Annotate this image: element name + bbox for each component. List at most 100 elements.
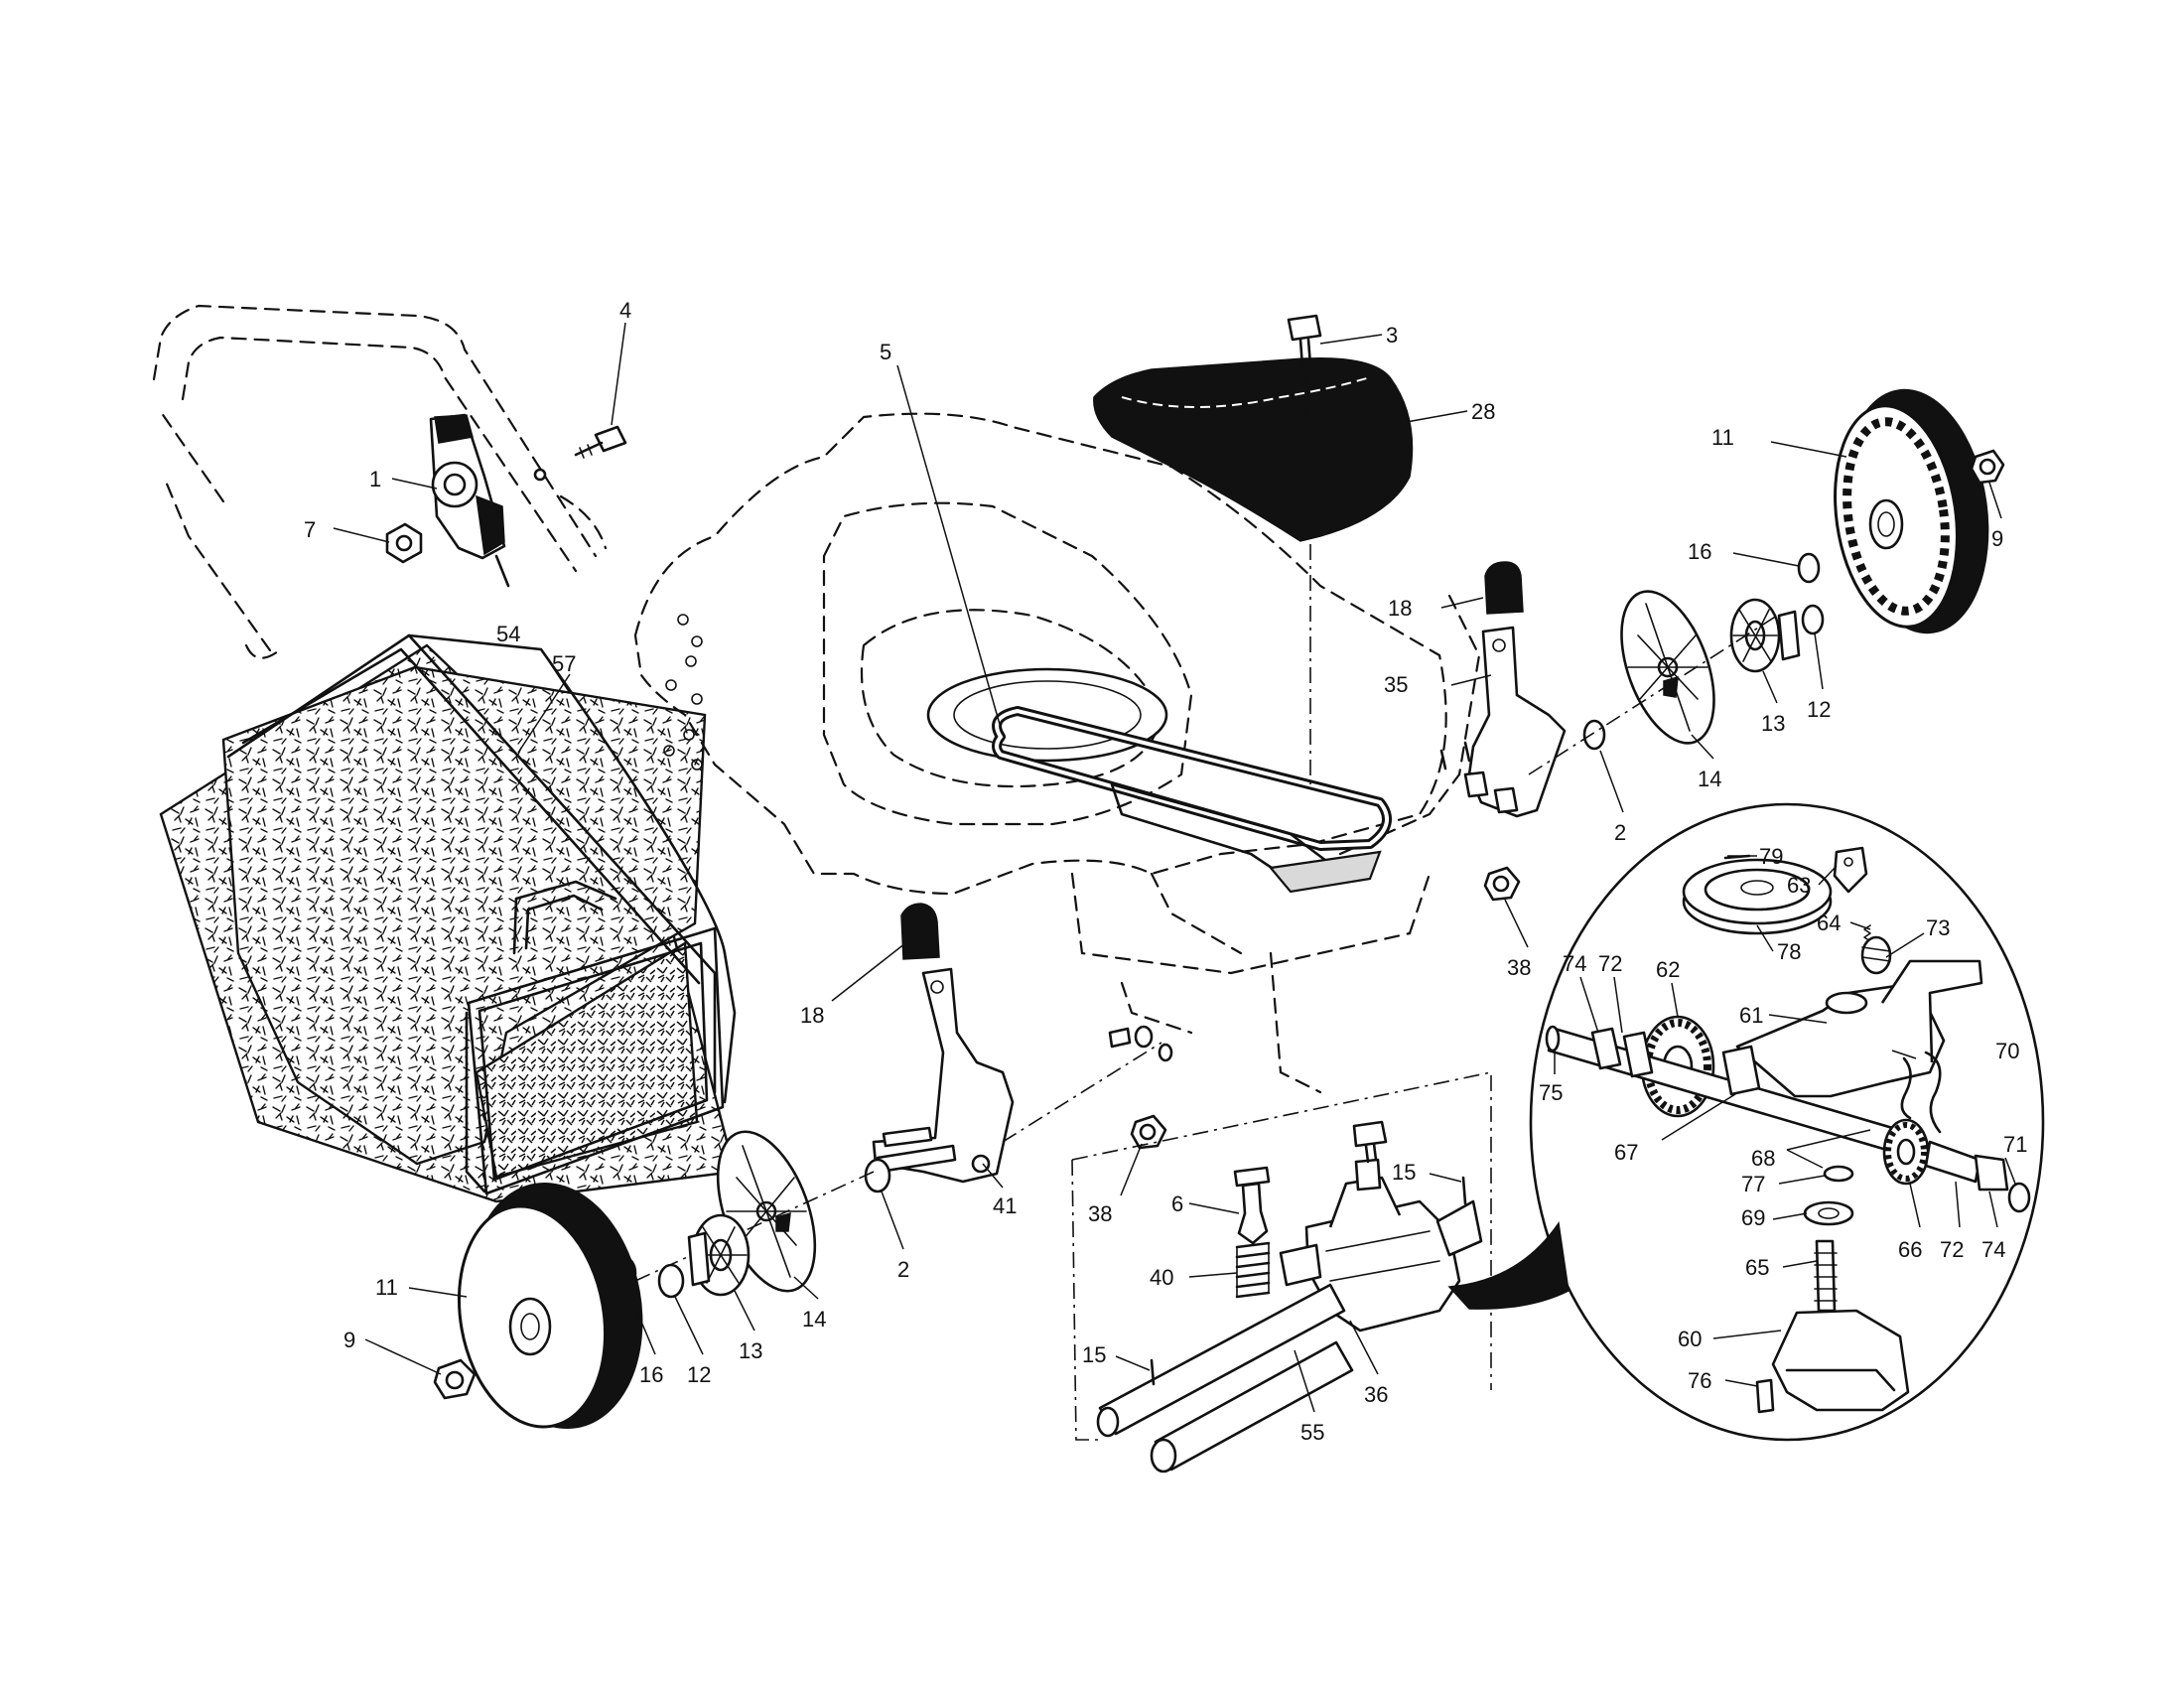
nut bbox=[1483, 866, 1521, 902]
callout-7: 7 bbox=[304, 517, 316, 542]
bolt bbox=[1233, 1166, 1271, 1245]
grass-catcher-frame bbox=[226, 633, 737, 1195]
washer bbox=[1582, 719, 1606, 751]
callout-15-left: 15 bbox=[1082, 1342, 1106, 1367]
callout-60: 60 bbox=[1678, 1327, 1702, 1351]
callout-1: 1 bbox=[369, 467, 381, 491]
handle-outline bbox=[152, 304, 608, 659]
adjuster-knob bbox=[1484, 561, 1524, 615]
callout-73: 73 bbox=[1926, 915, 1950, 940]
nut bbox=[433, 1358, 477, 1400]
callout-2-right: 2 bbox=[1614, 820, 1626, 845]
callout-15-right: 15 bbox=[1392, 1160, 1416, 1185]
callout-18-right: 18 bbox=[1388, 596, 1412, 621]
callout-35: 35 bbox=[1384, 672, 1408, 697]
callout-14-left: 14 bbox=[802, 1307, 826, 1332]
callout-62: 62 bbox=[1656, 957, 1680, 982]
callout-9-right: 9 bbox=[1991, 526, 2003, 551]
callout-13-left: 13 bbox=[739, 1338, 762, 1363]
callout-3: 3 bbox=[1386, 323, 1398, 348]
callout-67: 67 bbox=[1614, 1140, 1638, 1165]
callout-57: 57 bbox=[552, 651, 576, 676]
callout-63: 63 bbox=[1787, 873, 1811, 898]
bolt bbox=[574, 425, 627, 459]
callout-13-right: 13 bbox=[1761, 711, 1785, 736]
callout-2-left: 2 bbox=[897, 1257, 909, 1282]
callout-11-right: 11 bbox=[1711, 425, 1734, 450]
hubcap bbox=[1620, 590, 1715, 745]
callout-11-left: 11 bbox=[375, 1275, 398, 1300]
callout-38-right: 38 bbox=[1507, 955, 1531, 980]
wheel bbox=[457, 1182, 643, 1430]
callout-72-bottom: 72 bbox=[1940, 1237, 1964, 1262]
grass-catcher-bag bbox=[159, 643, 737, 1203]
callout-71: 71 bbox=[2003, 1132, 2027, 1157]
callout-77: 77 bbox=[1741, 1172, 1765, 1196]
callout-64: 64 bbox=[1817, 911, 1841, 935]
gearbox-detail bbox=[1545, 846, 2031, 1414]
axle-center-line bbox=[634, 1171, 875, 1282]
bolt bbox=[1287, 314, 1322, 427]
nut bbox=[1970, 449, 2005, 485]
belt-cover bbox=[1093, 357, 1414, 542]
callout-36: 36 bbox=[1364, 1382, 1388, 1407]
washer bbox=[657, 1263, 685, 1299]
pin bbox=[1150, 1176, 1467, 1386]
height-adjuster-bracket bbox=[1439, 626, 1567, 818]
washer bbox=[864, 1158, 891, 1193]
washer bbox=[1801, 604, 1825, 635]
deck-holes bbox=[663, 614, 703, 771]
callout-69: 69 bbox=[1741, 1205, 1765, 1230]
callout-74-bottom: 74 bbox=[1981, 1237, 2005, 1262]
callout-5: 5 bbox=[880, 340, 891, 364]
callout-72-top: 72 bbox=[1598, 951, 1622, 976]
callout-40: 40 bbox=[1150, 1265, 1173, 1290]
washer bbox=[533, 468, 547, 482]
adjuster-knob bbox=[900, 903, 940, 960]
small-parts bbox=[1108, 1025, 1173, 1062]
callout-55: 55 bbox=[1300, 1420, 1324, 1445]
control-bracket bbox=[429, 413, 510, 588]
detail-view-circle bbox=[1529, 802, 2045, 1442]
axle-center-line bbox=[1002, 1042, 1162, 1143]
callout-70: 70 bbox=[1995, 1039, 2019, 1063]
callout-66: 66 bbox=[1898, 1237, 1922, 1262]
callout-28: 28 bbox=[1471, 399, 1495, 424]
nut bbox=[1130, 1114, 1167, 1150]
spring bbox=[1235, 1241, 1271, 1299]
callout-16-left: 16 bbox=[639, 1362, 663, 1387]
callout-numbers: 1 4 7 5 3 28 11 9 16 18 35 12 13 14 2 38… bbox=[304, 298, 2027, 1445]
callout-18-left: 18 bbox=[800, 1003, 824, 1028]
drive-gear bbox=[1729, 598, 1801, 673]
mower-deck-outline bbox=[633, 412, 1481, 1094]
callout-65: 65 bbox=[1745, 1255, 1769, 1280]
callout-14-right: 14 bbox=[1698, 767, 1721, 791]
leader-lines bbox=[333, 322, 2016, 1413]
callout-74-top: 74 bbox=[1563, 951, 1586, 976]
detail-pointer bbox=[1447, 1221, 1570, 1310]
transmission bbox=[1279, 1120, 1483, 1333]
axle-center-line bbox=[1528, 615, 1778, 775]
drive-gear bbox=[687, 1213, 751, 1297]
callout-79: 79 bbox=[1759, 844, 1783, 869]
nut bbox=[385, 522, 423, 564]
callout-16-right: 16 bbox=[1688, 539, 1711, 564]
callout-12-right: 12 bbox=[1807, 697, 1831, 722]
callout-6: 6 bbox=[1171, 1192, 1183, 1216]
callout-54: 54 bbox=[496, 622, 520, 646]
callout-41: 41 bbox=[993, 1193, 1017, 1218]
callout-61: 61 bbox=[1739, 1003, 1763, 1028]
callout-78: 78 bbox=[1777, 939, 1801, 964]
drive-belt bbox=[992, 706, 1393, 894]
callout-38-left: 38 bbox=[1088, 1201, 1112, 1226]
callout-12-left: 12 bbox=[687, 1362, 711, 1387]
wheel bbox=[1834, 388, 1989, 634]
height-adjuster-bracket bbox=[872, 967, 1015, 1184]
callout-76: 76 bbox=[1688, 1368, 1711, 1393]
washer bbox=[1797, 552, 1821, 584]
callout-75: 75 bbox=[1539, 1080, 1563, 1105]
callout-4: 4 bbox=[619, 298, 631, 323]
callout-9-left: 9 bbox=[343, 1328, 355, 1352]
callout-68: 68 bbox=[1751, 1146, 1775, 1171]
